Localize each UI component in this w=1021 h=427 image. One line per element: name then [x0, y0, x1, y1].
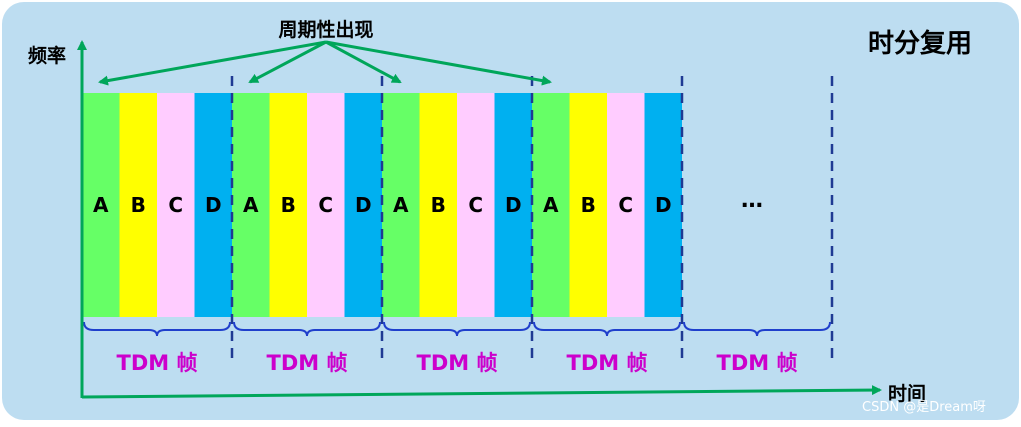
slot-letter: C [618, 193, 633, 217]
slot-letter: C [168, 193, 183, 217]
frame-brace [683, 321, 831, 337]
frame-label: TDM 帧 [417, 351, 498, 375]
slot-a [82, 93, 120, 317]
frame-brace [383, 321, 531, 337]
periodic-label: 周期性出现 [278, 18, 373, 41]
periodic-arrow [325, 40, 552, 86]
slot-letter: A [243, 193, 259, 217]
slot-b [419, 93, 457, 317]
slot-c [607, 93, 645, 317]
x-axis [81, 385, 882, 399]
slot-d [644, 93, 682, 317]
frame-dividers [230, 76, 834, 362]
watermark: CSDN @是Dream呀 [862, 400, 986, 415]
periodic-arrow [325, 40, 402, 84]
slot-letter: A [93, 193, 109, 217]
slot-a [232, 93, 270, 317]
slot-letter: C [468, 193, 483, 217]
slot-a [382, 93, 420, 317]
ellipsis: … [741, 188, 763, 213]
slot-d [344, 93, 382, 317]
slot-letter: B [581, 193, 596, 217]
frame-labels: TDM 帧 TDM 帧 TDM 帧 TDM 帧 TDM 帧 [117, 351, 798, 375]
frame-label: TDM 帧 [267, 351, 348, 375]
slot-letter: C [318, 193, 333, 217]
frame-brace [233, 321, 381, 337]
slot-letter: D [355, 193, 372, 217]
slot-letter: B [131, 193, 146, 217]
slot-c [307, 93, 345, 317]
diagram-title: 时分复用 [868, 29, 972, 59]
slot-letter: D [655, 193, 672, 217]
frame-brace [533, 321, 681, 337]
slot-a [532, 93, 570, 317]
frame-label: TDM 帧 [117, 351, 198, 375]
frame-braces [83, 321, 831, 337]
frame-label: TDM 帧 [567, 351, 648, 375]
slot-d [194, 93, 232, 317]
frame-brace [83, 321, 231, 337]
periodic-arrows [98, 40, 552, 86]
periodic-arrow [98, 40, 327, 86]
slot-b [119, 93, 157, 317]
x-axis-label: 时间 [888, 383, 926, 405]
slot-letter: D [205, 193, 222, 217]
slot-b [269, 93, 307, 317]
slot-letter: B [281, 193, 296, 217]
slot-letter: A [543, 193, 559, 217]
y-axis-label: 频率 [28, 44, 66, 67]
slot-b [569, 93, 607, 317]
frame-label: TDM 帧 [717, 351, 798, 375]
slot-d [494, 93, 532, 317]
periodic-arrow [248, 40, 327, 84]
slot-letter: A [393, 193, 409, 217]
slot-c [157, 93, 195, 317]
slot-c [457, 93, 495, 317]
slot-letter: B [431, 193, 446, 217]
slot-letter: D [505, 193, 522, 217]
